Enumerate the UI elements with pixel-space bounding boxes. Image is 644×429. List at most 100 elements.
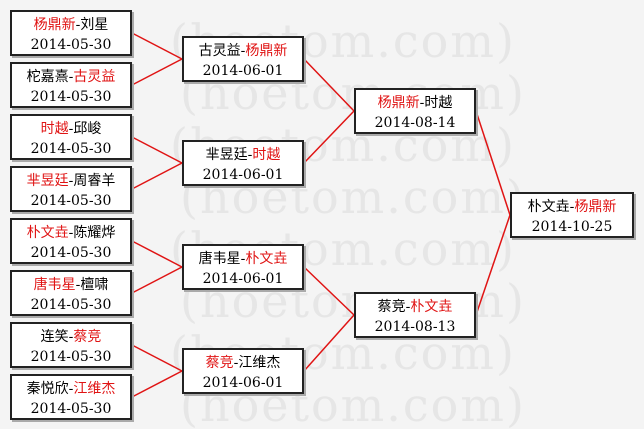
match-players: 杨鼎新-时越 bbox=[356, 93, 474, 113]
match-box-r3m1: 杨鼎新-时越 2014-08-14 bbox=[354, 88, 476, 134]
match-players: 蔡竞-朴文垚 bbox=[356, 297, 474, 317]
match-date: 2014-05-30 bbox=[30, 349, 112, 365]
separator: - bbox=[569, 199, 575, 215]
connector-line bbox=[131, 370, 183, 398]
match-box-r1m8: 秦悦欣-江维杰 2014-05-30 bbox=[10, 374, 132, 420]
match-date: 2014-05-30 bbox=[30, 89, 112, 105]
match-date: 2014-05-30 bbox=[30, 141, 112, 157]
player-name: 周睿羊 bbox=[73, 173, 116, 189]
match-players: 柁嘉熹-古灵益 bbox=[12, 67, 130, 87]
separator: - bbox=[419, 95, 425, 111]
separator: - bbox=[240, 43, 246, 59]
match-date: 2014-05-30 bbox=[30, 297, 112, 313]
match-box-r2m3: 唐韦星-朴文垚 2014-06-01 bbox=[182, 244, 304, 290]
separator: - bbox=[233, 355, 239, 371]
separator: - bbox=[68, 69, 74, 85]
player-name: 陈耀烨 bbox=[73, 225, 116, 241]
match-date: 2014-08-14 bbox=[374, 115, 456, 131]
separator: - bbox=[68, 173, 74, 189]
separator: - bbox=[68, 121, 74, 137]
match-players: 唐韦星-檀啸 bbox=[12, 275, 130, 295]
separator: - bbox=[405, 299, 411, 315]
separator: - bbox=[68, 381, 74, 397]
match-date: 2014-05-30 bbox=[30, 401, 112, 417]
player-name: 古灵益 bbox=[73, 69, 116, 85]
match-players: 朴文垚-陈耀烨 bbox=[12, 223, 130, 243]
separator: - bbox=[247, 147, 253, 163]
match-players: 时越-邱峻 bbox=[12, 119, 130, 139]
match-players: 芈昱廷-周睿羊 bbox=[12, 171, 130, 191]
match-players: 唐韦星-朴文垚 bbox=[184, 249, 302, 269]
connector-line bbox=[303, 266, 355, 316]
separator: - bbox=[75, 277, 81, 293]
match-date: 2014-06-01 bbox=[202, 271, 284, 287]
match-players: 蔡竞-江维杰 bbox=[184, 353, 302, 373]
connector-line bbox=[131, 32, 183, 60]
match-box-r1m4: 芈昱廷-周睿羊 2014-05-30 bbox=[10, 166, 132, 212]
separator: - bbox=[240, 251, 246, 267]
connector-line bbox=[303, 110, 355, 164]
connector-line bbox=[131, 58, 183, 86]
match-date: 2014-10-25 bbox=[531, 219, 613, 235]
connector-line bbox=[475, 110, 511, 216]
player-name: 檀啸 bbox=[80, 277, 109, 293]
player-name: 唐韦星 bbox=[198, 251, 241, 267]
player-name: 唐韦星 bbox=[33, 277, 76, 293]
player-name: 杨鼎新 bbox=[574, 199, 617, 215]
player-name: 柁嘉熹 bbox=[26, 69, 69, 85]
match-players: 秦悦欣-江维杰 bbox=[12, 379, 130, 399]
connector-line bbox=[131, 344, 183, 372]
connector-line bbox=[131, 162, 183, 190]
match-date: 2014-05-30 bbox=[30, 37, 112, 53]
match-box-final: 朴文垚-杨鼎新 2014-10-25 bbox=[510, 192, 634, 238]
match-date: 2014-05-30 bbox=[30, 245, 112, 261]
match-box-r2m1: 古灵益-杨鼎新 2014-06-01 bbox=[182, 36, 304, 82]
match-date: 2014-08-13 bbox=[374, 319, 456, 335]
player-name: 杨鼎新 bbox=[245, 43, 288, 59]
separator: - bbox=[75, 17, 81, 33]
connector-line bbox=[131, 136, 183, 164]
match-players: 古灵益-杨鼎新 bbox=[184, 41, 302, 61]
match-box-r1m3: 时越-邱峻 2014-05-30 bbox=[10, 114, 132, 160]
match-date: 2014-06-01 bbox=[202, 63, 284, 79]
player-name: 朴文垚 bbox=[410, 299, 453, 315]
connector-line bbox=[303, 314, 355, 372]
player-name: 刘星 bbox=[80, 17, 109, 33]
connector-line bbox=[131, 266, 183, 294]
player-name: 杨鼎新 bbox=[33, 17, 76, 33]
connector-line bbox=[131, 240, 183, 268]
player-name: 秦悦欣 bbox=[26, 381, 69, 397]
separator: - bbox=[68, 329, 74, 345]
player-name: 蔡竞 bbox=[73, 329, 102, 345]
match-box-r1m5: 朴文垚-陈耀烨 2014-05-30 bbox=[10, 218, 132, 264]
connector-line bbox=[475, 214, 511, 316]
player-name: 时越 bbox=[424, 95, 453, 111]
player-name: 江维杰 bbox=[73, 381, 116, 397]
match-date: 2014-05-30 bbox=[30, 193, 112, 209]
player-name: 江维杰 bbox=[238, 355, 281, 371]
match-players: 芈昱廷-时越 bbox=[184, 145, 302, 165]
player-name: 时越 bbox=[40, 121, 69, 137]
match-box-r2m4: 蔡竞-江维杰 2014-06-01 bbox=[182, 348, 304, 394]
player-name: 杨鼎新 bbox=[377, 95, 420, 111]
player-name: 芈昱廷 bbox=[26, 173, 69, 189]
match-players: 连笑-蔡竞 bbox=[12, 327, 130, 347]
separator: - bbox=[68, 225, 74, 241]
connector-line bbox=[303, 58, 355, 112]
player-name: 邱峻 bbox=[73, 121, 102, 137]
player-name: 芈昱廷 bbox=[205, 147, 248, 163]
match-box-r1m2: 柁嘉熹-古灵益 2014-05-30 bbox=[10, 62, 132, 108]
match-date: 2014-06-01 bbox=[202, 375, 284, 391]
match-box-r3m2: 蔡竞-朴文垚 2014-08-13 bbox=[354, 292, 476, 338]
player-name: 朴文垚 bbox=[26, 225, 69, 241]
match-box-r2m2: 芈昱廷-时越 2014-06-01 bbox=[182, 140, 304, 186]
player-name: 朴文垚 bbox=[527, 199, 570, 215]
player-name: 连笑 bbox=[40, 329, 69, 345]
match-players: 杨鼎新-刘星 bbox=[12, 15, 130, 35]
match-players: 朴文垚-杨鼎新 bbox=[512, 197, 632, 217]
match-box-r1m1: 杨鼎新-刘星 2014-05-30 bbox=[10, 10, 132, 56]
match-box-r1m6: 唐韦星-檀啸 2014-05-30 bbox=[10, 270, 132, 316]
player-name: 古灵益 bbox=[198, 43, 241, 59]
match-date: 2014-06-01 bbox=[202, 167, 284, 183]
